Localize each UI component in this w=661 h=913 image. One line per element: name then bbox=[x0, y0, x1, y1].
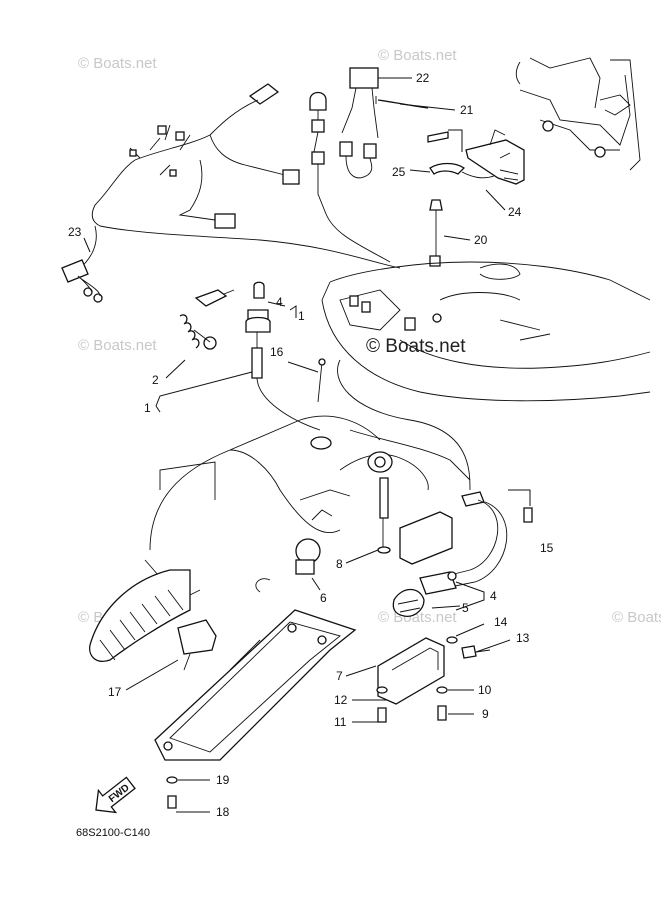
tiller-handle bbox=[89, 415, 471, 662]
callout-12: 12 bbox=[334, 693, 348, 707]
callout-6: 6 bbox=[320, 591, 327, 605]
wire-harness bbox=[61, 83, 401, 303]
callout-20: 20 bbox=[474, 233, 488, 247]
switch-assembly bbox=[179, 281, 321, 431]
callout-16: 16 bbox=[270, 345, 284, 359]
callout-18: 18 bbox=[216, 805, 230, 819]
leader-lines bbox=[83, 77, 531, 813]
callout-2: 2 bbox=[152, 373, 159, 387]
sensor-20 bbox=[429, 199, 443, 267]
watermark-text: © Boats.net bbox=[366, 336, 466, 357]
callout-23: 23 bbox=[68, 225, 82, 239]
callout-14: 14 bbox=[494, 615, 508, 629]
bottom-cowling bbox=[321, 261, 651, 402]
callout-1: 1 bbox=[144, 401, 151, 415]
main-switch bbox=[392, 571, 457, 617]
callout-15: 15 bbox=[540, 541, 554, 555]
watermark-text: © Boats.net bbox=[612, 609, 661, 626]
control-cable bbox=[337, 359, 508, 587]
callout-4: 4 bbox=[490, 589, 497, 603]
fasteners bbox=[166, 507, 533, 809]
callout-labels: 22 21 25 24 20 23 4 1 16 2 1 15 8 6 4 5 … bbox=[68, 71, 554, 819]
stop-switch bbox=[177, 619, 217, 671]
callout-9: 9 bbox=[482, 707, 489, 721]
connector-group bbox=[309, 67, 429, 263]
clip-6 bbox=[255, 538, 321, 593]
callout-21: 22 bbox=[416, 71, 430, 85]
callout-25: 25 bbox=[392, 165, 406, 179]
fwd-arrow-icon: FWD bbox=[95, 776, 136, 814]
watermark-text: © Boats.net bbox=[78, 55, 157, 72]
callout-17: 17 bbox=[108, 685, 122, 699]
callout-7: 7 bbox=[336, 669, 343, 683]
callout-5: 5 bbox=[462, 601, 469, 615]
callout-1-upper: 1 bbox=[298, 309, 305, 323]
cover bbox=[377, 636, 458, 705]
callout-3: 4 bbox=[276, 295, 283, 309]
callout-24: 24 bbox=[508, 205, 522, 219]
callout-13: 13 bbox=[516, 631, 530, 645]
cable-tie bbox=[317, 358, 326, 403]
callout-10: 10 bbox=[478, 683, 492, 697]
diagram-code: 68S2100-C140 bbox=[76, 827, 150, 839]
callout-22: 21 bbox=[460, 103, 474, 117]
mounting-plate bbox=[154, 609, 357, 761]
engine-bracket bbox=[515, 57, 641, 171]
callout-8: 8 bbox=[336, 557, 343, 571]
bracket-8 bbox=[377, 477, 453, 565]
watermark-text: © Boats.net bbox=[378, 47, 457, 64]
callout-11: 11 bbox=[334, 715, 347, 729]
bracket-group bbox=[427, 129, 525, 185]
callout-19: 19 bbox=[216, 773, 230, 787]
watermark-text: © Boats.net bbox=[78, 337, 157, 354]
